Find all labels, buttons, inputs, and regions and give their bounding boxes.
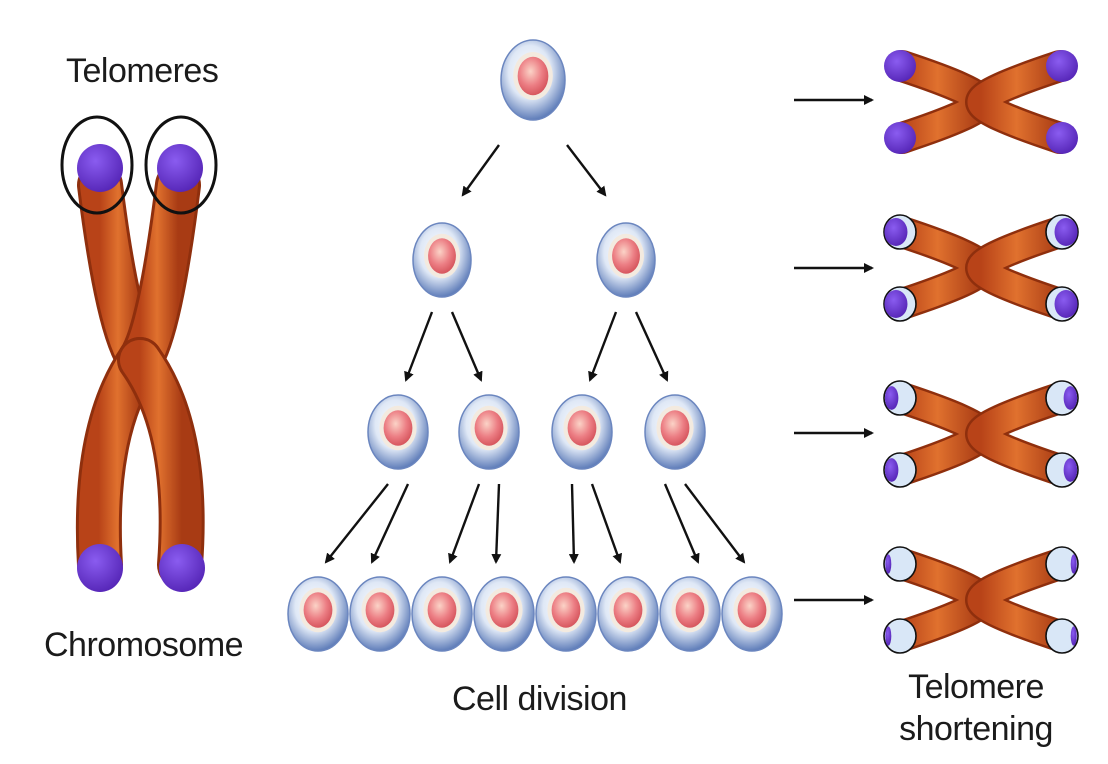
lost-telomere-outline [1045,546,1079,582]
division-arrow [663,483,700,564]
cell-nucleus [474,410,504,446]
division-arrow [450,311,483,382]
telomere-cap [1046,122,1078,154]
division-arrow [590,483,623,564]
telomere-cap [1070,626,1077,646]
division-arrow [461,144,500,197]
cell-nucleus [383,410,413,446]
small-chromosome-arm [967,550,1074,650]
cell-nucleus [303,592,333,628]
telomeres-label: Telomeres [66,52,219,90]
shortening-chromosomes [883,50,1079,654]
cell-nucleus [428,238,456,274]
telomere-cap [884,50,916,82]
cell-nucleus [567,410,597,446]
small-chromosome-arm [967,384,1074,484]
cell-division-tree [287,39,783,652]
chromosome-label: Chromosome [44,626,244,664]
telomere-cap [159,544,205,592]
cell-nucleus [517,56,549,96]
lost-telomere-outline [883,618,917,654]
telomere-cap [1063,386,1078,410]
telomere-cap [884,218,908,246]
telomere-cap [885,554,892,574]
telomere-cap [884,386,899,410]
division-arrow [404,311,434,382]
cell-nucleus [737,592,767,628]
telomere-highlight-circles [60,115,218,215]
division-arrow [491,483,502,564]
lost-telomere-outline [1045,618,1079,654]
division-arrow [634,311,669,382]
telomere-circle-left [60,115,134,215]
telomere-cap [885,626,892,646]
telomere-cap [884,458,899,482]
cell-division-label: Cell division [452,680,627,718]
small-chromosome-arm [967,218,1074,318]
stage-arrows [794,95,874,605]
telomere-cap [1054,218,1078,246]
telomere-cap [1070,554,1077,574]
lost-telomere-outline [883,546,917,582]
telomere-cap [884,290,908,318]
telomere-cap [77,144,123,192]
telomere-cap [1046,50,1078,82]
cell-nucleus [427,592,457,628]
division-arrow [566,144,607,197]
division-arrows [324,144,746,564]
telomere-cap [884,122,916,154]
cell-nucleus [489,592,519,628]
small-chromosome-arm [967,52,1074,152]
telomere-cap [157,144,203,192]
cell-nucleus [675,592,705,628]
cell-nucleus [365,592,395,628]
division-arrow [568,483,579,564]
division-arrow [588,311,618,382]
telomere-cap [1063,458,1078,482]
telomere-cap [77,544,123,592]
cell-nucleus [660,410,690,446]
chromosome-arm [120,340,202,585]
cell-nucleus [612,238,640,274]
chromosome [75,144,205,592]
division-arrow [324,483,389,564]
telomere-shortening-label: Telomere shortening [899,668,1053,748]
cell-nucleus [613,592,643,628]
division-arrow [370,483,410,564]
telomere-circle-right [144,115,218,215]
telomere-cap [1054,290,1078,318]
division-arrow [448,483,481,564]
cell-nucleus [551,592,581,628]
division-arrow [684,483,746,564]
